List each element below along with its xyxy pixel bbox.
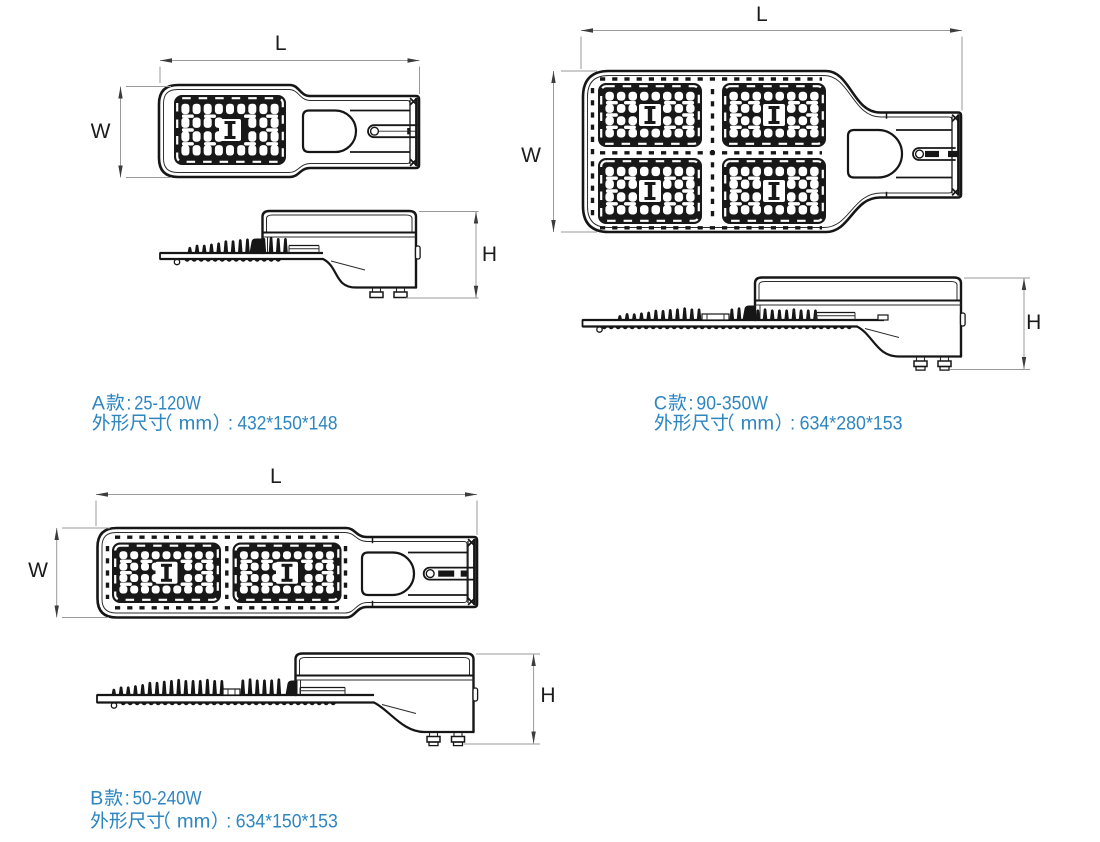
svg-text::: : xyxy=(228,412,233,434)
svg-text:W: W xyxy=(521,144,541,167)
svg-text:25-120W: 25-120W xyxy=(134,392,201,414)
svg-text:W: W xyxy=(91,120,111,143)
svg-text:L: L xyxy=(270,465,282,488)
svg-text:L: L xyxy=(756,3,768,26)
svg-text::: : xyxy=(125,788,130,810)
svg-text:634*280*153: 634*280*153 xyxy=(800,412,903,434)
svg-text:432*150*148: 432*150*148 xyxy=(238,412,338,434)
svg-text::: : xyxy=(126,392,131,414)
svg-text:mm: mm xyxy=(179,412,213,434)
svg-text:L: L xyxy=(275,32,287,55)
svg-text:90-350W: 90-350W xyxy=(696,392,768,414)
svg-text:C: C xyxy=(654,392,667,414)
svg-text:mm: mm xyxy=(177,810,211,832)
svg-text:634*150*153: 634*150*153 xyxy=(236,810,338,832)
svg-text:B: B xyxy=(90,788,103,810)
svg-text:H: H xyxy=(482,243,497,266)
svg-text:A: A xyxy=(92,392,105,414)
svg-text:H: H xyxy=(540,684,555,707)
svg-text::: : xyxy=(226,810,231,832)
svg-text:50-240W: 50-240W xyxy=(133,788,203,810)
svg-text:mm: mm xyxy=(741,412,775,434)
svg-text::: : xyxy=(689,392,694,414)
svg-text:W: W xyxy=(28,559,48,582)
svg-text::: : xyxy=(790,412,795,434)
svg-text:H: H xyxy=(1026,311,1041,334)
